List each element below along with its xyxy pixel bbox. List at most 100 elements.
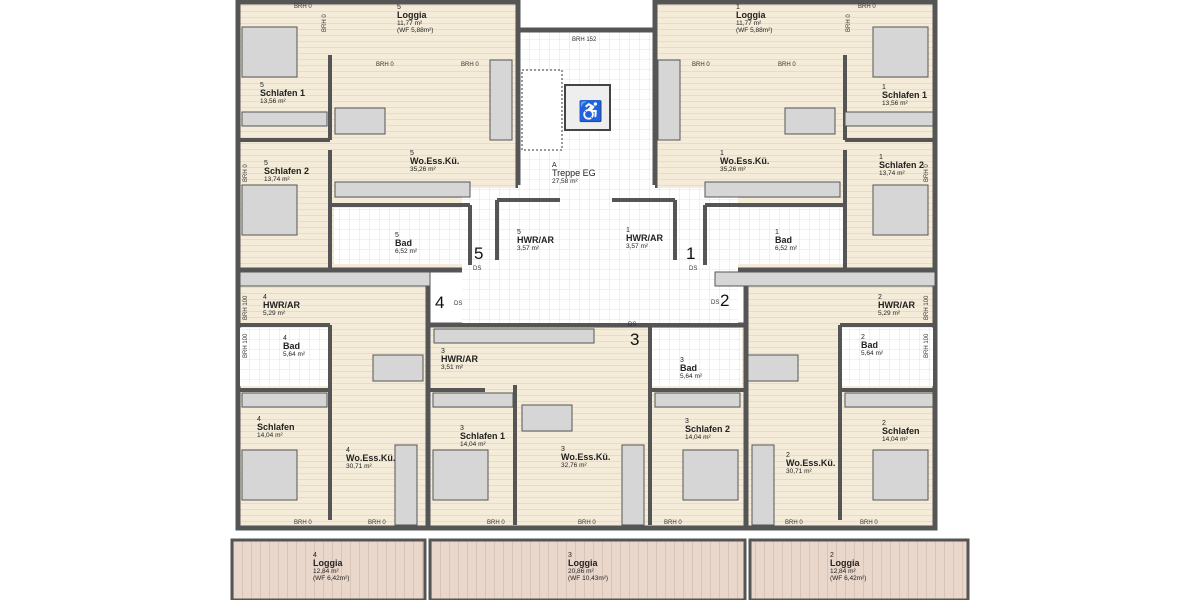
- room-name: HWR/AR: [517, 235, 554, 246]
- room-area: 32,76 m²: [561, 461, 587, 469]
- brh-label: BRH 0: [294, 520, 312, 526]
- kitchen-counter: [714, 271, 936, 287]
- bad-5-floor: [334, 208, 468, 264]
- kitchen-counter: [433, 328, 595, 344]
- loggia-2-floor: [748, 538, 970, 600]
- brh-label: BRH 100: [243, 295, 249, 320]
- unit-entrance-number: 5: [474, 244, 484, 263]
- wardrobe: [654, 392, 741, 408]
- room-name: Wo.Ess.Kü.: [561, 452, 611, 463]
- brh-label: BRH 0: [846, 14, 852, 32]
- dining-table: [334, 107, 386, 135]
- bad-4-floor: [240, 328, 328, 386]
- bed: [241, 449, 298, 501]
- unit-entrance-number: 2: [720, 291, 730, 310]
- bed: [241, 184, 298, 236]
- room-area: 14,04 m²: [685, 433, 711, 441]
- room-area: 12,84 m²: [830, 567, 856, 575]
- dining-table: [747, 354, 799, 382]
- room-area: 5,29 m²: [878, 309, 901, 317]
- room-name: Schlafen 2: [264, 166, 310, 177]
- loggia-3-floor: [428, 538, 747, 600]
- unit-number: A: [552, 162, 557, 169]
- wardrobe: [844, 111, 934, 127]
- unit-number: 1: [720, 150, 724, 157]
- brh-label: BRH 0: [785, 520, 803, 526]
- unit-number: 5: [264, 160, 268, 167]
- dining-table: [372, 354, 424, 382]
- unit-number: 5: [395, 232, 399, 239]
- room-name: HWR/AR: [441, 354, 478, 365]
- room-area: 20,86 m²: [568, 567, 594, 575]
- unit-number: 2: [861, 334, 865, 341]
- room-name: Schlafen 2: [685, 424, 731, 435]
- bed: [872, 184, 929, 236]
- sofa: [657, 59, 681, 141]
- brh-label: BRH 0: [294, 4, 312, 10]
- unit-entrance-number: 3: [630, 330, 640, 349]
- room-name: HWR/AR: [263, 300, 300, 311]
- room-area: 30,71 m²: [346, 462, 372, 470]
- dining-table: [784, 107, 836, 135]
- bed: [432, 449, 489, 501]
- unit-number: 4: [257, 416, 261, 423]
- unit-number: 3: [460, 425, 464, 432]
- unit-number: 3: [561, 446, 565, 453]
- room-area: 6,52 m²: [775, 244, 798, 252]
- room-area: 11,77 m²: [736, 19, 762, 27]
- loggia-4-floor: [230, 538, 427, 600]
- room-area: 3,57 m²: [626, 242, 649, 250]
- room-name: Loggia: [397, 10, 427, 21]
- room-name: Loggia: [313, 558, 343, 569]
- unit-number: 5: [260, 82, 264, 89]
- bad-2-floor: [842, 328, 933, 386]
- ds-label: DS: [628, 322, 637, 328]
- bed: [872, 449, 929, 501]
- room-area: 13,74 m²: [264, 175, 290, 183]
- sofa: [394, 444, 418, 526]
- room-name: Schlafen 1: [460, 431, 506, 442]
- room-name: Treppe EG: [552, 168, 596, 179]
- kitchen-counter: [239, 271, 431, 287]
- stairs: [521, 69, 563, 151]
- room-wf: (WF 10,43m²): [568, 574, 609, 582]
- unit-number: 2: [882, 420, 886, 427]
- brh-label: BRH 100: [243, 333, 249, 358]
- unit-number: 5: [397, 4, 401, 11]
- wardrobe: [241, 392, 328, 408]
- unit-number: 2: [878, 294, 882, 301]
- bed: [872, 26, 929, 78]
- room-area: 14,04 m²: [257, 431, 283, 439]
- room-area: 13,56 m²: [882, 99, 908, 107]
- room-name: Wo.Ess.Kü.: [346, 453, 396, 464]
- room-name: Bad: [861, 340, 879, 351]
- brh-label: BRH 152: [572, 37, 597, 43]
- bad-3-floor: [652, 328, 742, 386]
- unit-entrance-number: 4: [435, 293, 445, 312]
- room-area: 27,58 m²: [552, 177, 578, 185]
- brh-label: BRH 0: [778, 62, 796, 68]
- unit-number: 1: [882, 84, 886, 91]
- room-wf: (WF 5,88m²): [397, 26, 434, 34]
- bad-1-floor: [707, 208, 843, 264]
- wardrobe: [844, 392, 934, 408]
- room-area: 14,04 m²: [882, 435, 908, 443]
- brh-label: BRH 0: [578, 520, 596, 526]
- unit-number: 1: [879, 154, 883, 161]
- room-name: Bad: [775, 235, 793, 246]
